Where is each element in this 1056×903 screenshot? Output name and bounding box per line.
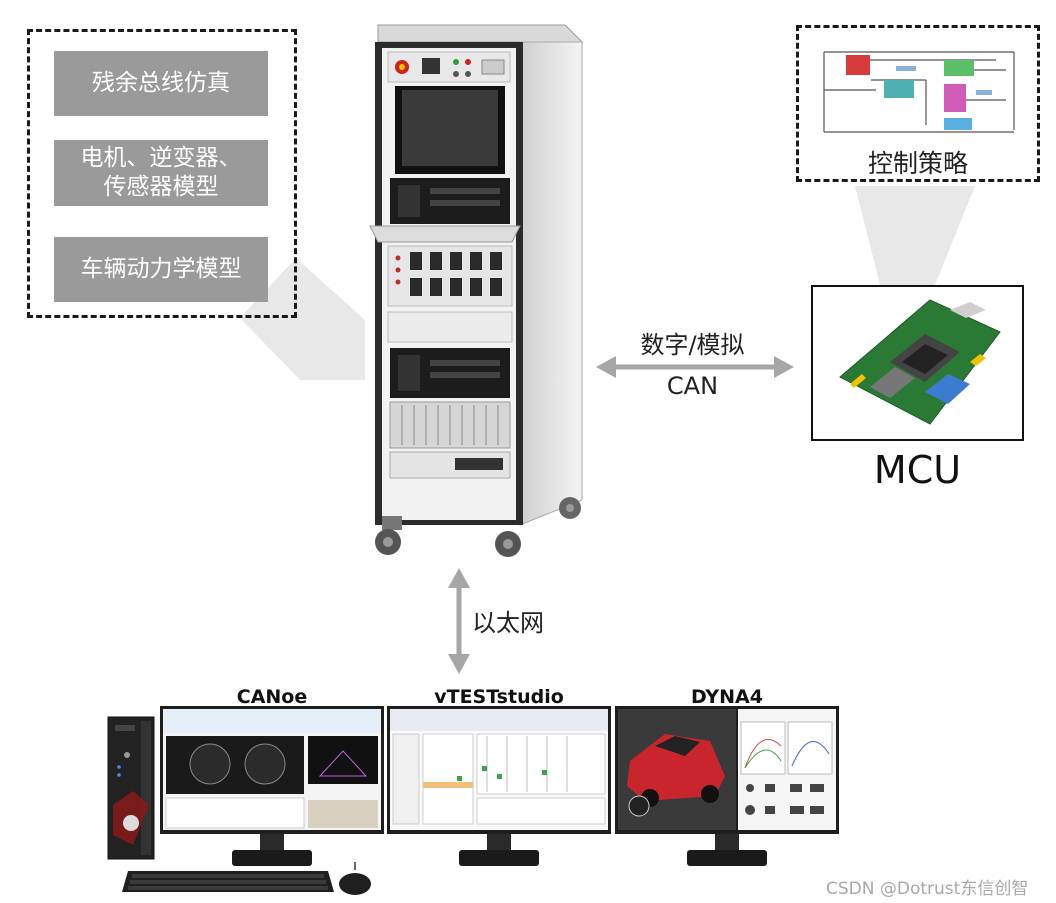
model-panel [27, 29, 297, 318]
ethernet-arrow [448, 568, 470, 674]
control-strategy-diagram [823, 51, 1015, 133]
keyboard [122, 871, 334, 892]
hil-cabinet [369, 24, 584, 557]
mcu-board [839, 299, 1001, 425]
control-strategy-caption: 控制策略 [867, 149, 968, 178]
model-item-vehicle-dynamics: 车辆动力学模型 [54, 237, 268, 302]
monitor-label-vteststudio: vTESTstudio [434, 686, 564, 708]
right-projection [855, 186, 975, 285]
mcu-link-top-label: 数字/模拟 [640, 331, 745, 359]
control-strategy-panel [796, 25, 1040, 182]
monitor-label-canoe: CANoe [236, 686, 308, 708]
monitor-canoe [160, 706, 384, 866]
watermark: CSDN @Dotrust东信创智 [826, 879, 1029, 899]
model-item-motor-inverter: 电机、逆变器、 传感器模型 [54, 140, 268, 206]
left-projection [240, 258, 365, 380]
monitor-dyna4 [615, 706, 839, 866]
pc-tower [107, 716, 155, 860]
mouse [339, 862, 371, 895]
ethernet-label: 以太网 [472, 609, 544, 637]
mcu-label: MCU [873, 448, 962, 492]
mcu-link-arrow [596, 356, 794, 378]
monitor-vteststudio [387, 706, 611, 866]
model-item-residual-bus: 残余总线仿真 [54, 51, 268, 116]
mcu-link-bottom-label: CAN [666, 372, 719, 400]
monitor-label-dyna4: DYNA4 [691, 686, 763, 708]
